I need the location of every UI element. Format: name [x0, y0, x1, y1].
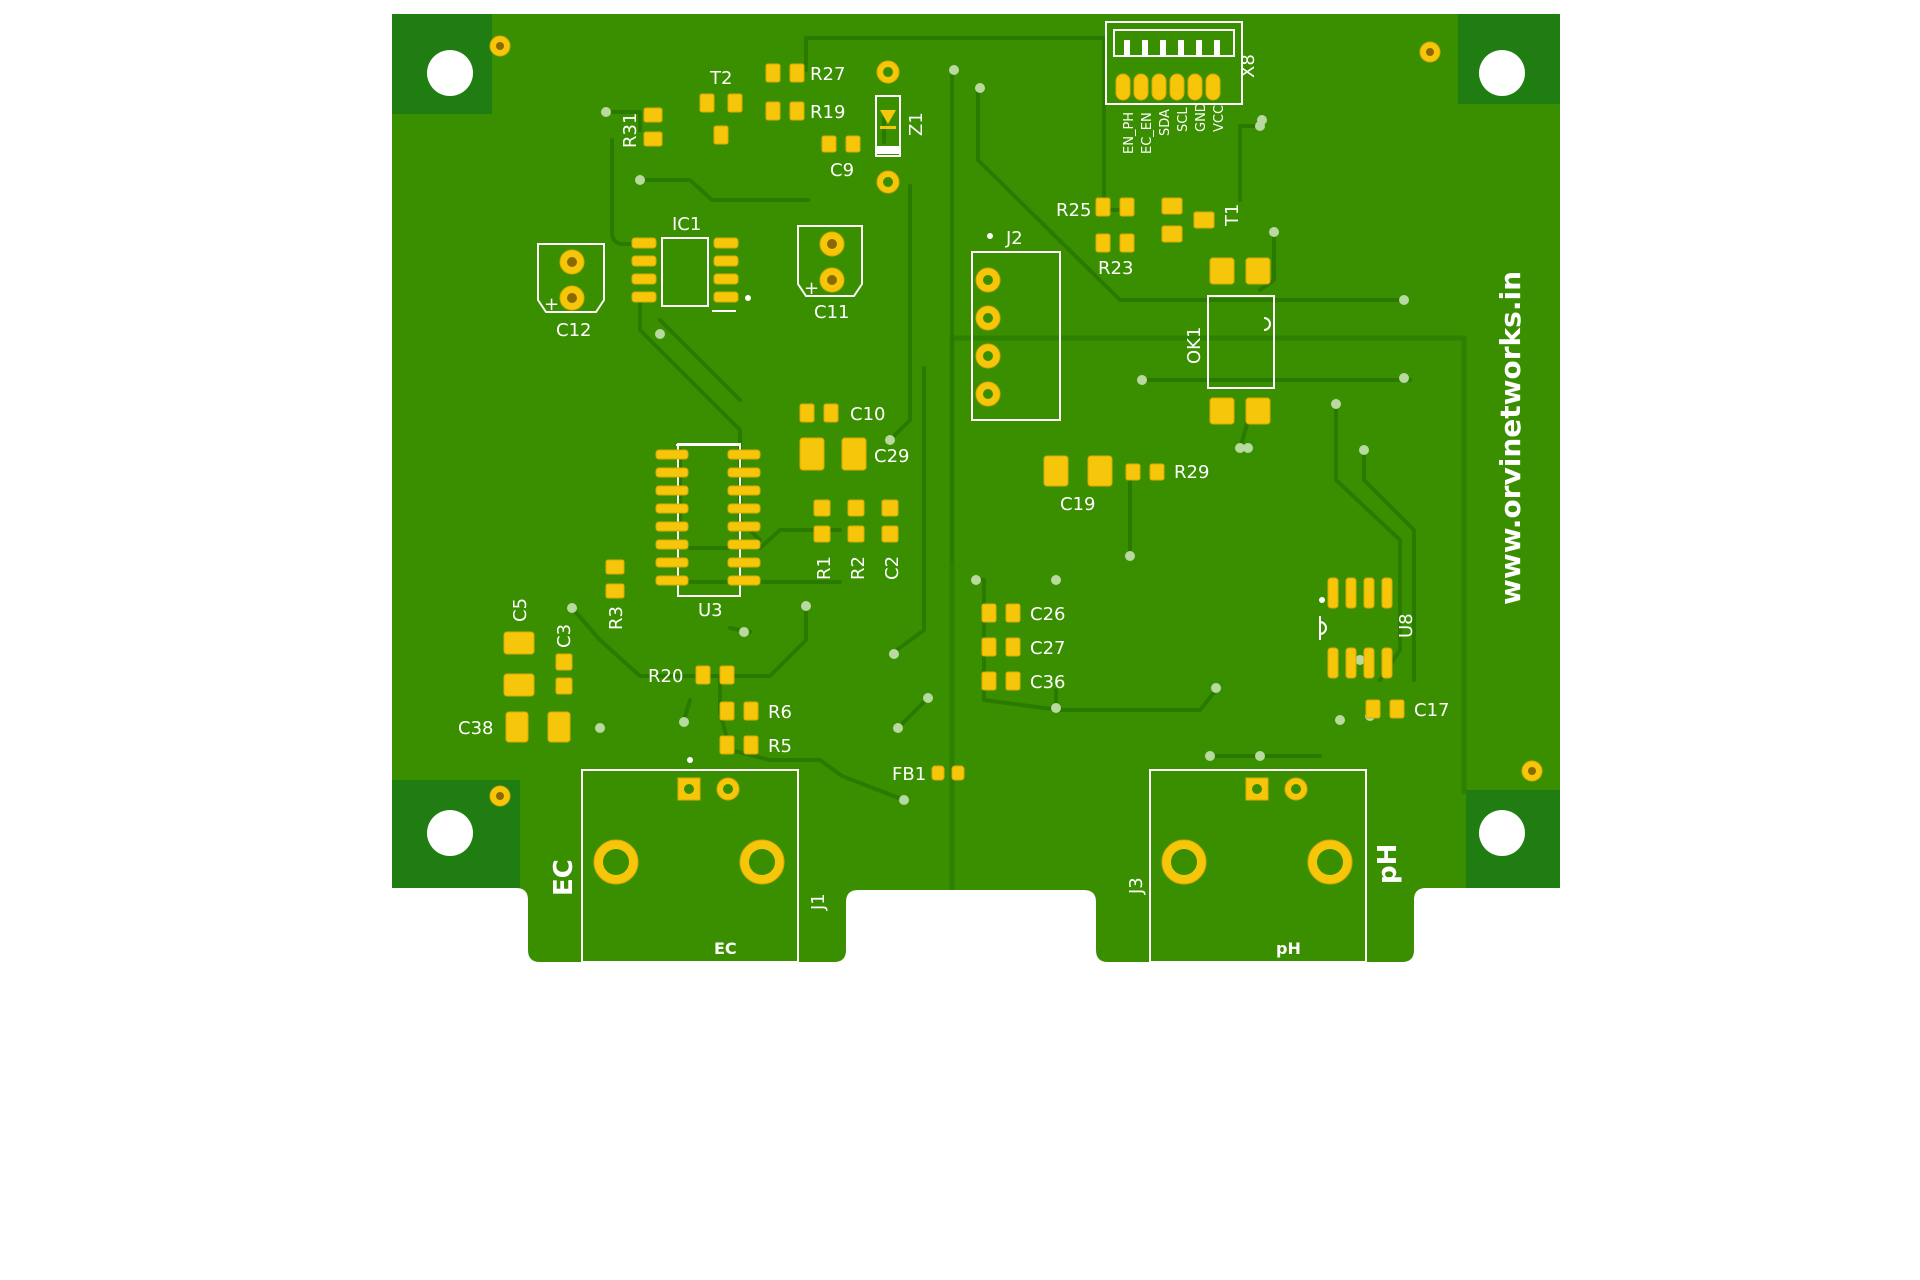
connector-j3: [1149, 769, 1367, 963]
mounting-hole-tl: [427, 50, 473, 96]
ic-u3: [655, 443, 761, 597]
label-c2: C2: [882, 556, 903, 580]
label-c19: C19: [1060, 494, 1095, 515]
ic1: [631, 237, 751, 312]
label-r6: R6: [768, 702, 792, 723]
capacitor-c11: +: [797, 225, 863, 299]
label-c12: C12: [556, 320, 591, 341]
capacitor-c12: +: [537, 243, 605, 315]
smd-group-top: [643, 63, 861, 153]
label-r19: R19: [810, 102, 845, 123]
connector-j2: [971, 233, 1061, 421]
label-ph-side: pH: [1373, 844, 1403, 884]
label-r20: R20: [648, 666, 683, 687]
label-ok1: OK1: [1184, 327, 1205, 364]
pin-label-2: SDA: [1158, 109, 1173, 136]
label-c9: C9: [830, 160, 854, 181]
label-j1: J1: [808, 893, 829, 911]
label-r25: R25: [1056, 200, 1091, 221]
label-x8: X8: [1238, 54, 1259, 78]
smd-group-c19-r29: [1043, 455, 1165, 487]
label-j3: J3: [1126, 877, 1147, 895]
pin-label-0: EN_PH: [1122, 112, 1137, 154]
website-text: www.orvinetworks.in: [1494, 271, 1527, 605]
capacitor-c17: [1365, 699, 1405, 719]
label-c5: C5: [510, 598, 531, 622]
label-z1: Z1: [906, 112, 927, 136]
label-ec-bottom: EC: [714, 939, 737, 958]
label-c3: C3: [554, 624, 575, 648]
smd-group-c5-c3-c38: [503, 631, 573, 743]
optocoupler-ok1: [1207, 257, 1275, 425]
label-j2: J2: [1005, 228, 1023, 249]
mounting-hole-tr: [1479, 50, 1525, 96]
connector-j1: [581, 757, 799, 963]
mounting-hole-bl: [427, 810, 473, 856]
label-u8: U8: [1396, 613, 1417, 638]
connector-x8: [1105, 21, 1243, 105]
label-r5: R5: [768, 736, 792, 757]
label-c11: C11: [814, 302, 849, 323]
label-c27: C27: [1030, 638, 1065, 659]
svg-text:+: +: [804, 278, 819, 299]
resistor-r3: [605, 559, 625, 599]
label-c26: C26: [1030, 604, 1065, 625]
fiducials: [489, 35, 1543, 807]
label-c29: C29: [874, 446, 909, 467]
label-c17: C17: [1414, 700, 1449, 721]
smd-group-r25-t1: [1095, 197, 1215, 253]
label-r31: R31: [620, 113, 641, 148]
label-u3: U3: [698, 600, 723, 621]
label-ec-side: EC: [549, 859, 579, 896]
smd-group-c26-c27-c36: [981, 603, 1021, 691]
label-t2: T2: [709, 68, 732, 89]
label-t1: T1: [1222, 204, 1243, 227]
label-ic1: IC1: [672, 214, 701, 235]
vias: [567, 65, 1409, 805]
pin-label-5: VCC: [1212, 105, 1227, 132]
ic-u8: [1319, 577, 1393, 679]
mounting-hole-br: [1479, 810, 1525, 856]
pin-label-1: EC_EN: [1140, 112, 1155, 154]
label-r1: R1: [814, 556, 835, 580]
label-r23: R23: [1098, 258, 1133, 279]
label-r2: R2: [848, 556, 869, 580]
label-c38: C38: [458, 718, 493, 739]
label-r29: R29: [1174, 462, 1209, 483]
label-r3: R3: [606, 606, 627, 630]
pin-label-4: GND: [1194, 102, 1209, 132]
svg-text:+: +: [544, 294, 559, 315]
label-r27: R27: [810, 64, 845, 85]
smd-group-r20-r6-r5: [695, 665, 759, 755]
ferrite-fb1: [931, 765, 965, 781]
diode-z1: [875, 60, 901, 194]
smd-group-r1-r2-c2: [813, 499, 899, 543]
label-ph-bottom: pH: [1276, 939, 1301, 958]
label-c10: C10: [850, 404, 885, 425]
label-c36: C36: [1030, 672, 1065, 693]
smd-group-c10-c29: [799, 403, 867, 471]
label-fb1: FB1: [892, 764, 926, 785]
pin-label-3: SCL: [1176, 107, 1191, 132]
